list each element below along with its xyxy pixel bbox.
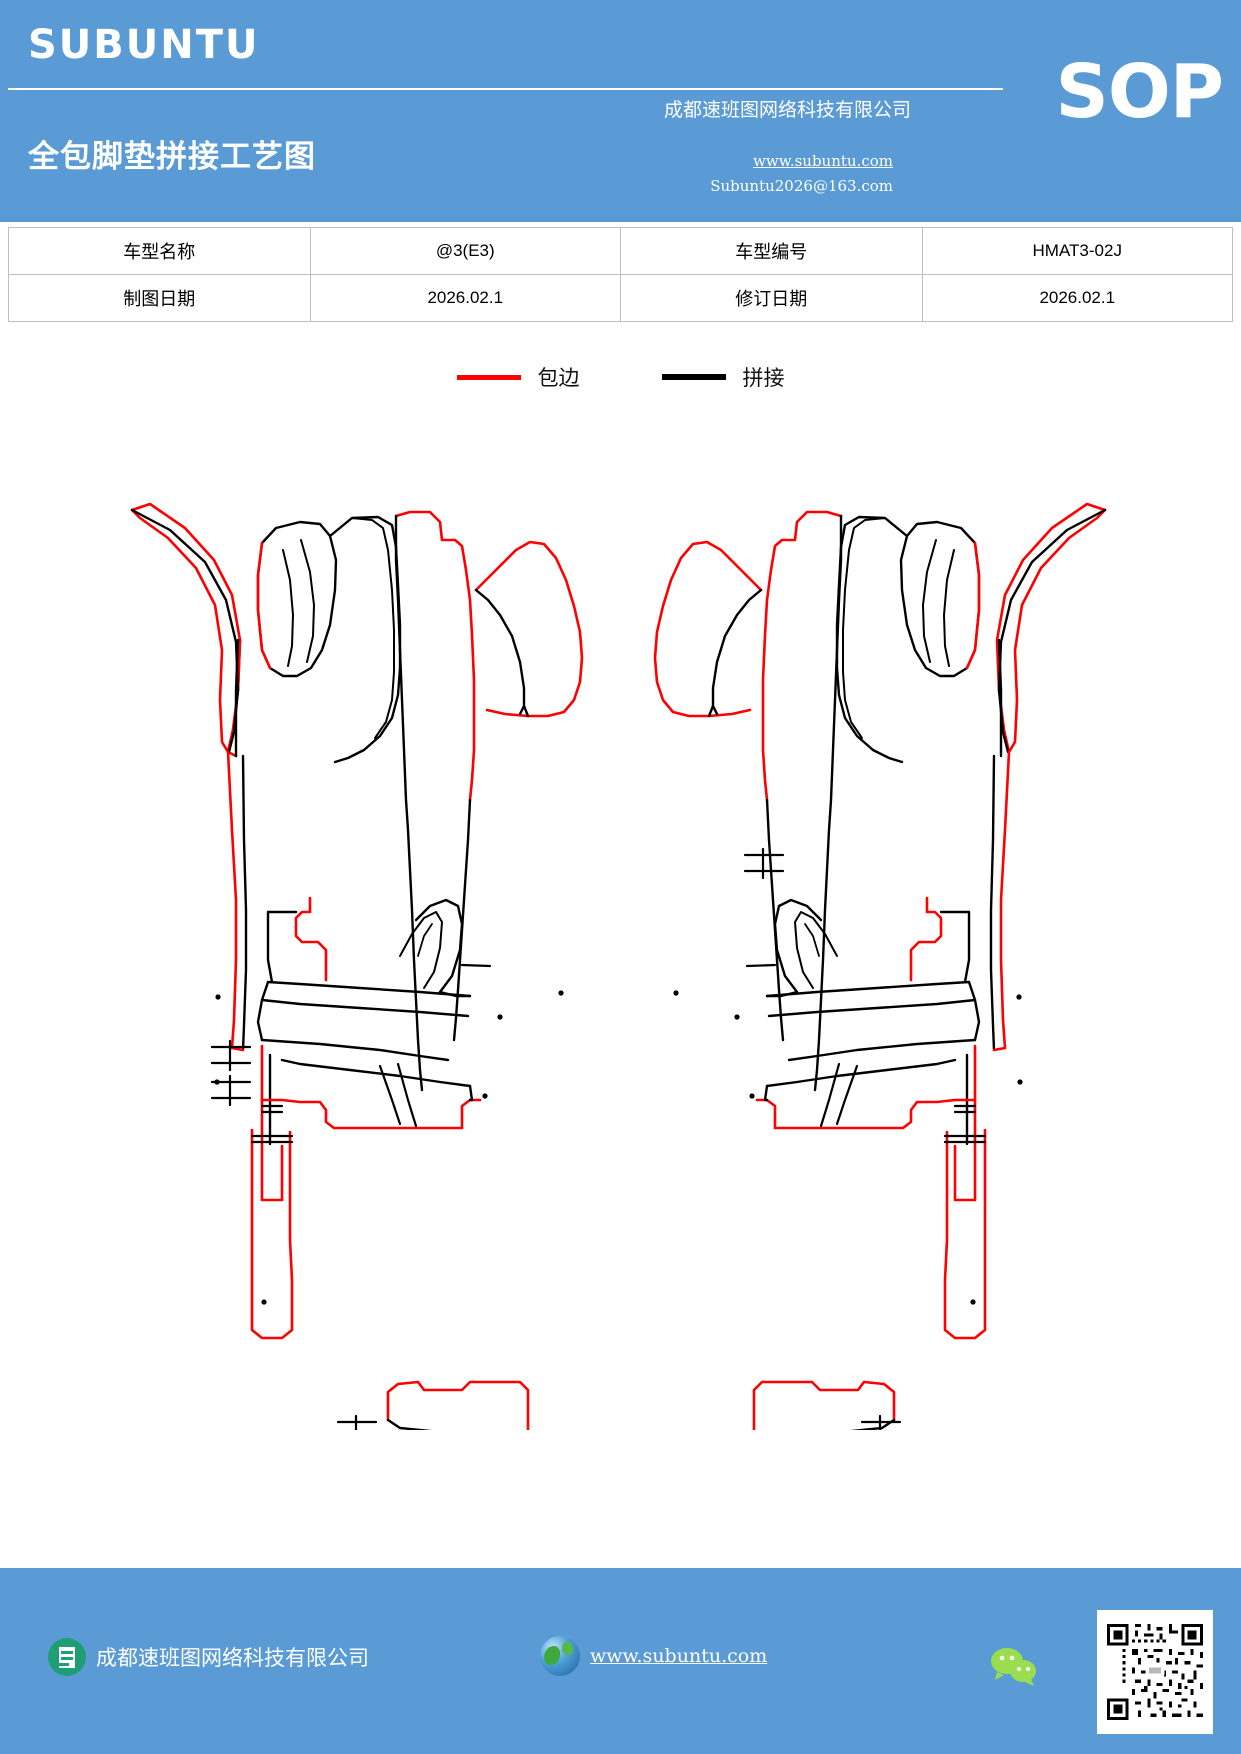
wechat-icon: [989, 1646, 1041, 1686]
table-row: 车型名称 @3(E3) 车型编号 HMAT3-02J: [8, 227, 1234, 275]
revision-date-value: 2026.02.1: [921, 274, 1234, 322]
header-divider: [8, 88, 1003, 90]
table-row: 制图日期 2026.02.1 修订日期 2026.02.1: [8, 274, 1234, 322]
legend-item-splice: 拼接: [661, 362, 785, 392]
footer-company-name: 成都速班图网络科技有限公司: [96, 1647, 369, 1670]
header-company-name: 成都速班图网络科技有限公司: [663, 100, 911, 121]
drawing-legend: 包边 拼接: [0, 362, 1241, 392]
header-email[interactable]: Subuntu2026@163.com: [710, 177, 893, 195]
front-left-floor-mat: [130, 502, 584, 1340]
brand-logo: SUBUNTU: [28, 22, 260, 68]
draw-date-value: 2026.02.1: [309, 274, 621, 322]
model-code-value: HMAT3-02J: [921, 227, 1234, 275]
draw-date-label: 制图日期: [8, 274, 311, 322]
sop-badge: SOP: [1055, 49, 1224, 135]
footer-website[interactable]: www.subuntu.com: [540, 1636, 767, 1676]
legend-label-splice: 拼接: [742, 367, 785, 390]
rear-floor-mat-assembly: [386, 1380, 896, 1430]
revision-date-label: 修订日期: [619, 274, 923, 322]
footer-website-link[interactable]: www.subuntu.com: [590, 1645, 768, 1667]
model-name-value: @3(E3): [309, 227, 621, 275]
legend-line-red-icon: [456, 374, 521, 380]
page-header: SUBUNTU 全包脚垫拼接工艺图 成都速班图网络科技有限公司 www.subu…: [0, 0, 1241, 222]
legend-item-binding: 包边: [456, 362, 580, 392]
footer-company: 成都速班图网络科技有限公司: [48, 1638, 369, 1676]
document-title: 全包脚垫拼接工艺图: [28, 139, 316, 174]
front-right-floor-mat: [653, 502, 1107, 1340]
header-website-link[interactable]: www.subuntu.com: [753, 152, 893, 170]
technical-drawing-canvas: [0, 400, 1241, 1430]
model-code-label: 车型编号: [619, 227, 923, 275]
building-icon: [48, 1638, 86, 1676]
globe-icon: [540, 1636, 580, 1676]
legend-label-binding: 包边: [537, 367, 580, 390]
model-name-label: 车型名称: [8, 227, 311, 275]
page-footer: 成都速班图网络科技有限公司 www.subuntu.com: [0, 1568, 1241, 1754]
alignment-tick-marks: [210, 847, 902, 1430]
vehicle-info-table: 车型名称 @3(E3) 车型编号 HMAT3-02J 制图日期 2026.02.…: [8, 227, 1234, 322]
legend-line-black-icon: [661, 374, 726, 380]
qr-code[interactable]: [1097, 1610, 1213, 1734]
